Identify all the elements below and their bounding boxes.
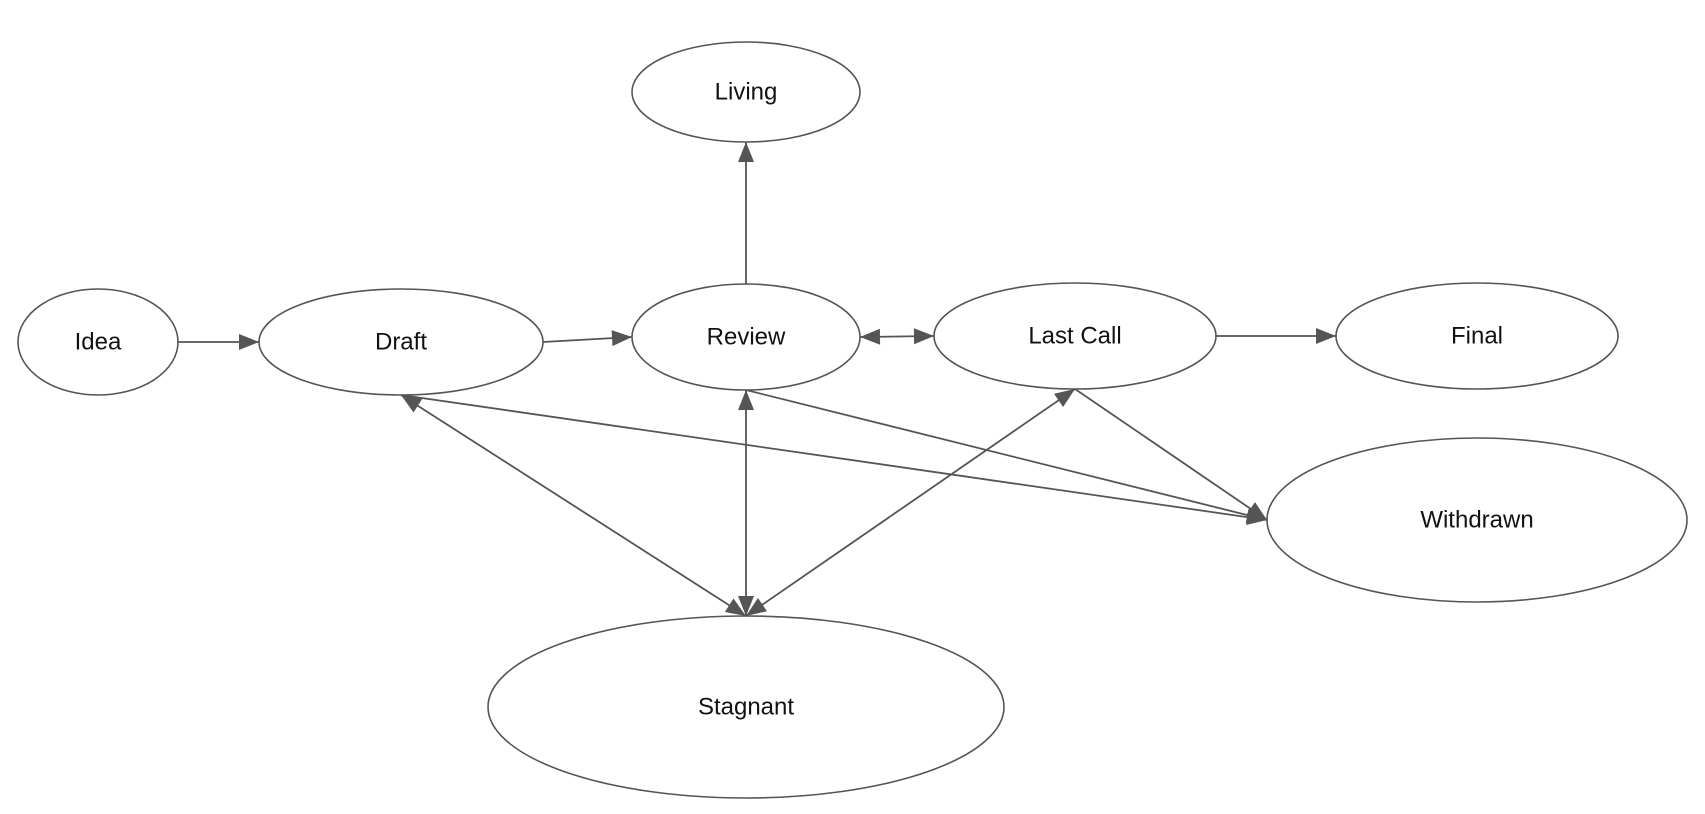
arrowhead-draft-review-to bbox=[611, 330, 632, 347]
node-shape-final bbox=[1335, 282, 1619, 390]
node-shape-draft bbox=[258, 288, 544, 396]
arrowhead-lastcall-withdrawn-to bbox=[1245, 502, 1267, 520]
edge-draft-review bbox=[542, 330, 633, 347]
node-idea: Idea bbox=[17, 288, 179, 396]
edge-idea-draft bbox=[178, 334, 259, 350]
node-stagnant: Stagnant bbox=[487, 615, 1005, 799]
node-shape-review bbox=[631, 283, 861, 391]
edges-layer bbox=[178, 142, 1336, 617]
arrowhead-lastcall-stagnant-from bbox=[1053, 389, 1075, 407]
edge-line-draft-withdrawn bbox=[400, 394, 1268, 521]
node-label-stagnant: Stagnant bbox=[698, 694, 794, 721]
node-shape-living bbox=[631, 41, 861, 143]
node-label-living: Living bbox=[715, 79, 778, 106]
node-draft: Draft bbox=[258, 288, 544, 396]
arrowhead-idea-draft-to bbox=[239, 334, 259, 350]
edge-draft-withdrawn bbox=[400, 394, 1268, 526]
node-label-final: Final bbox=[1451, 323, 1503, 350]
node-shape-stagnant bbox=[487, 615, 1005, 799]
node-label-withdrawn: Withdrawn bbox=[1420, 507, 1533, 534]
node-lastcall: Last Call bbox=[933, 282, 1217, 390]
node-shape-lastcall bbox=[933, 282, 1217, 390]
node-label-lastcall: Last Call bbox=[1028, 323, 1121, 350]
arrowhead-review-lastcall-from bbox=[860, 328, 881, 345]
node-label-review: Review bbox=[707, 324, 786, 351]
edge-review-living bbox=[738, 142, 754, 284]
node-label-draft: Draft bbox=[375, 329, 427, 356]
edge-line-draft-stagnant bbox=[400, 394, 747, 617]
edge-line-lastcall-withdrawn bbox=[1074, 388, 1268, 521]
arrowhead-lastcall-stagnant-to bbox=[746, 598, 768, 616]
arrowhead-review-stagnant-from bbox=[738, 390, 754, 410]
edge-review-lastcall bbox=[859, 328, 935, 345]
edge-lastcall-final bbox=[1216, 328, 1336, 344]
node-label-idea: Idea bbox=[75, 329, 122, 356]
arrowhead-review-stagnant-to bbox=[738, 596, 754, 616]
arrowhead-lastcall-final-to bbox=[1316, 328, 1336, 344]
edge-lastcall-withdrawn bbox=[1074, 388, 1268, 521]
node-final: Final bbox=[1335, 282, 1619, 390]
edge-review-stagnant bbox=[738, 390, 754, 616]
edge-line-lastcall-stagnant bbox=[745, 388, 1076, 617]
edge-lastcall-stagnant bbox=[745, 388, 1076, 617]
node-living: Living bbox=[631, 41, 861, 143]
edge-draft-stagnant bbox=[400, 394, 747, 617]
arrowhead-review-lastcall-to bbox=[913, 328, 934, 345]
arrowhead-draft-stagnant-from bbox=[401, 395, 423, 413]
arrowhead-review-living-to bbox=[738, 142, 754, 162]
edge-line-review-withdrawn bbox=[745, 389, 1268, 521]
node-review: Review bbox=[631, 283, 861, 391]
node-shape-idea bbox=[17, 288, 179, 396]
node-shape-withdrawn bbox=[1266, 437, 1688, 603]
node-withdrawn: Withdrawn bbox=[1266, 437, 1688, 603]
arrowhead-draft-stagnant-to bbox=[724, 598, 746, 616]
